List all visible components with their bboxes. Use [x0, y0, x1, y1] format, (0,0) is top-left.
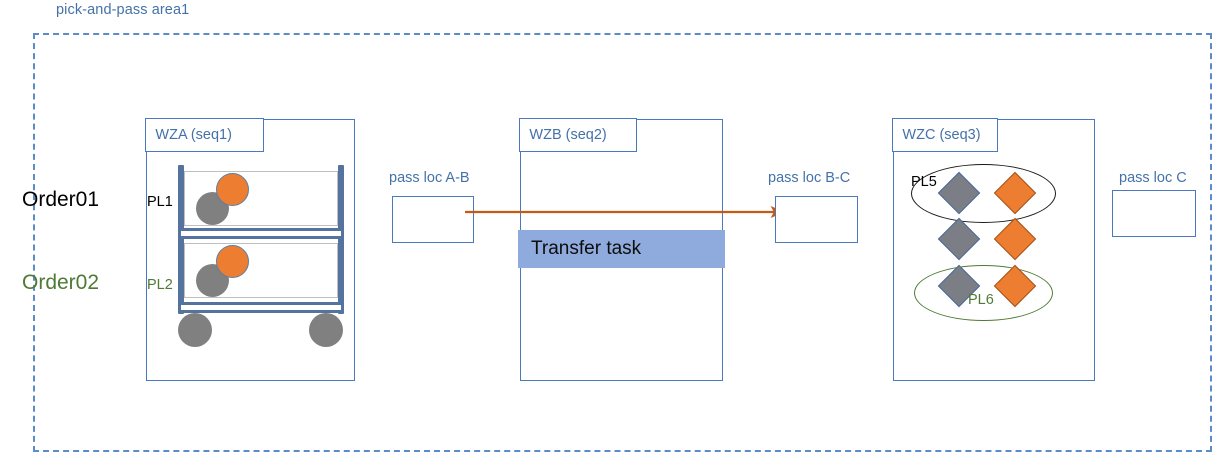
zone-wzc-label: WZC (seq3): [892, 118, 999, 153]
group-ellipse-pl6: [914, 265, 1053, 321]
cart-rail-bottom-inner: [181, 305, 341, 310]
group-tag-pl5: PL5: [911, 174, 937, 190]
group-ellipse-pl5: [911, 164, 1056, 223]
cart-wheel-left: [178, 313, 212, 347]
order-label-order02: Order02: [22, 271, 100, 294]
zone-wzb-label: WZB (seq2): [519, 118, 638, 153]
pass-loc-a-b-box[interactable]: [392, 196, 474, 243]
shelf-tag-pl2: PL2: [147, 277, 173, 293]
orange-circle-pl1: [216, 173, 249, 206]
cart-post-right: [338, 165, 344, 314]
pass-loc-b-c-box[interactable]: [775, 196, 858, 243]
zone-wza-label: WZA (seq1): [145, 118, 265, 153]
pick-and-pass-area-boundary: [33, 33, 1212, 452]
pass-loc-b-c-caption: pass loc B-C: [768, 170, 851, 186]
order-label-order01: Order01: [22, 188, 100, 211]
zone-wzc[interactable]: WZC (seq3): [892, 118, 1095, 381]
pass-loc-c-caption: pass loc C: [1119, 170, 1187, 186]
pass-loc-c-box[interactable]: [1112, 190, 1196, 237]
area-title: pick-and-pass area1: [56, 2, 190, 18]
transfer-task-banner[interactable]: Transfer task: [518, 230, 725, 268]
cart-post-left: [178, 165, 184, 314]
orange-circle-pl2: [216, 245, 249, 278]
group-tag-pl6: PL6: [968, 292, 994, 308]
shelf-tag-pl1: PL1: [147, 194, 173, 210]
transfer-task-label: Transfer task: [531, 238, 642, 259]
pass-loc-a-b-caption: pass loc A-B: [389, 170, 470, 186]
cart-wheel-right: [309, 313, 343, 347]
cart-rail-middle-inner: [181, 231, 341, 236]
